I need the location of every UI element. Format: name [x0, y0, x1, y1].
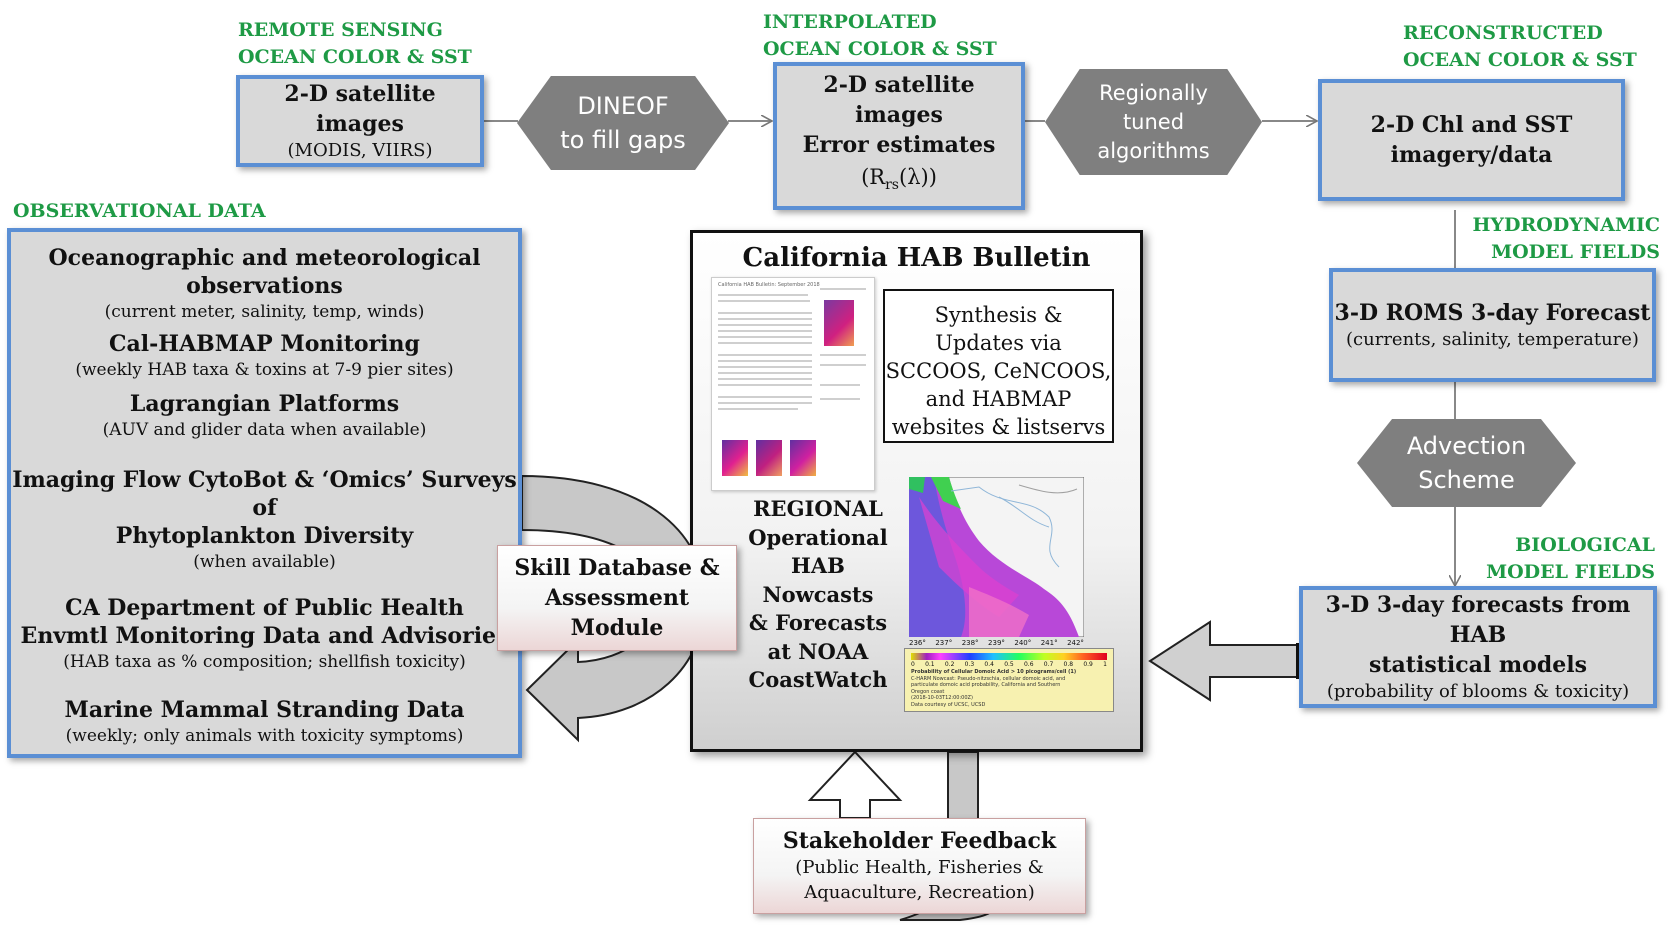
interp-line1: 2-D satellite images: [823, 71, 975, 128]
obs-item-calhabmap: Cal-HABMAP Monitoring (weekly HAB taxa &…: [75, 331, 454, 380]
stakeholder-feedback-box: Stakeholder Feedback (Public Health, Fis…: [753, 818, 1086, 914]
probability-map: 236°237°238°239°240°241°242°: [908, 476, 1085, 647]
obs-item-cytobot: Imaging Flow CytoBot & ‘Omics’ Surveys o…: [12, 467, 517, 572]
hab-models-box: 3-D 3-day forecasts from HAB statistical…: [1299, 586, 1657, 708]
interpolated-images-box: 2-D satellite images Error estimates (Rr…: [773, 62, 1025, 210]
hab-models-sub: (probability of blooms & toxicity): [1326, 681, 1630, 702]
doc-thumb-title: California HAB Bulletin: September 2018: [718, 282, 820, 288]
bulletin-document-thumbnail: California HAB Bulletin: September 2018: [711, 277, 875, 491]
obs-item-cdph: CA Department of Public Health Envmtl Mo…: [20, 595, 509, 672]
satellite-images-box: 2-D satellite images (MODIS, VIIRS): [236, 75, 484, 167]
stakeholder-title: Stakeholder Feedback: [782, 828, 1057, 854]
bulletin-title: California HAB Bulletin: [742, 243, 1091, 273]
label-observational: OBSERVATIONAL DATA: [13, 200, 266, 222]
chl-line2: imagery/data: [1390, 142, 1553, 168]
hab-models-line2: statistical models: [1369, 652, 1587, 678]
map-ticks: 236°237°238°239°240°241°242°: [909, 639, 1084, 647]
chl-sst-box: 2-D Chl and SST imagery/data: [1318, 79, 1625, 201]
roms-sub: (currents, salinity, temperature): [1346, 329, 1639, 350]
probability-map-graphic: [908, 476, 1085, 638]
roms-forecast-box: 3-D ROMS 3-day Forecast (currents, salin…: [1329, 268, 1656, 382]
skill-database-box: Skill Database & Assessment Module: [497, 545, 737, 651]
colorbar: [911, 653, 1107, 660]
colorbar-caption: Probability of Cellular Domoic Acid > 10…: [911, 669, 1077, 708]
hab-models-line1: 3-D 3-day forecasts from HAB: [1325, 592, 1631, 648]
interp-line2: Error estimates: [802, 131, 996, 158]
observational-data-box: Oceanographic and meteorological observa…: [7, 228, 522, 758]
hab-bulletin-box: California HAB Bulletin California HAB B…: [690, 230, 1143, 752]
hab-to-bulletin-arrow: [1148, 620, 1301, 702]
stakeholder-up-arrow: [807, 750, 903, 819]
obs-item-lagrangian: Lagrangian Platforms (AUV and glider dat…: [102, 391, 427, 440]
obs-item-mammal: Marine Mammal Stranding Data (weekly; on…: [64, 697, 465, 746]
stakeholder-sub: (Public Health, Fisheries & Aquaculture,…: [795, 857, 1044, 903]
interp-rrs: (Rrs(λ)): [861, 164, 937, 194]
obs-item-oceanographic: Oceanographic and meteorological observa…: [48, 245, 481, 322]
chl-line1: 2-D Chl and SST: [1370, 112, 1573, 138]
synthesis-updates-box: Synthesis & Updates via SCCOOS, CeNCOOS,…: [883, 289, 1114, 443]
roms-title: 3-D ROMS 3-day Forecast: [1334, 300, 1651, 326]
satellite-images-sub: (MODIS, VIIRS): [287, 140, 433, 161]
satellite-images-title: 2-D satellite images: [284, 81, 436, 137]
regional-operational-text: REGIONAL Operational HAB Nowcasts & Fore…: [748, 496, 888, 692]
